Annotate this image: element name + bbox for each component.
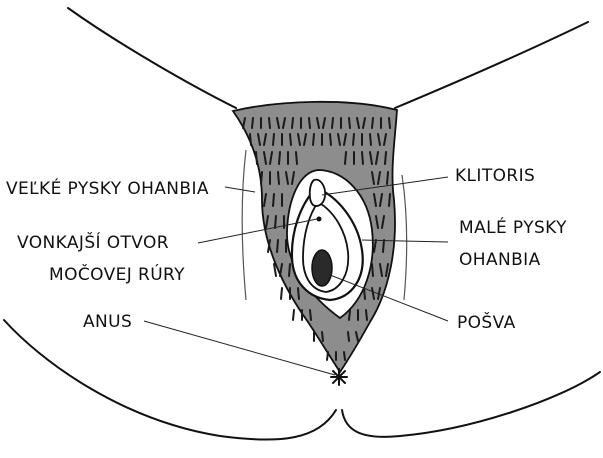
hair-stroke <box>332 118 333 128</box>
hair-stroke <box>290 134 291 145</box>
hair-stroke <box>278 172 279 184</box>
label-anus: ANUS <box>83 312 132 332</box>
label-clitoris: KLITORIS <box>455 166 535 186</box>
urethral-opening <box>317 217 322 222</box>
hair-stroke <box>348 332 349 341</box>
hair-stroke <box>330 134 331 145</box>
hair-stroke <box>353 134 354 145</box>
label-urethral-line1: VONKAJŠÍ OTVOR <box>17 231 169 253</box>
hair-stroke <box>385 152 386 164</box>
left-thigh-line <box>68 8 236 108</box>
hair-stroke <box>275 216 276 228</box>
hair-stroke <box>252 118 253 128</box>
hair-stroke <box>309 118 310 128</box>
leader-anus <box>144 321 335 375</box>
hair-stroke <box>322 332 323 341</box>
right-thigh-line <box>395 22 588 108</box>
hair-stroke <box>289 264 290 276</box>
vaginal-opening <box>312 250 332 286</box>
hair-stroke <box>372 118 373 128</box>
hair-stroke <box>256 152 257 164</box>
hair-stroke <box>389 194 390 206</box>
anus-mark <box>331 369 347 385</box>
label-urethral-line2: MOČOVEJ RÚRY <box>49 263 185 285</box>
hair-stroke <box>310 310 311 320</box>
hair-stroke <box>327 352 328 360</box>
hair-stroke <box>261 172 262 184</box>
hair-stroke <box>273 134 274 145</box>
hair-stroke <box>292 118 293 128</box>
hair-stroke <box>279 152 280 164</box>
hair-stroke <box>281 288 282 299</box>
label-outer-labia: VEĽKÉ PYSKY OHANBIA <box>6 177 209 199</box>
hair-stroke <box>296 152 297 164</box>
hair-stroke <box>298 288 299 299</box>
hair-stroke <box>383 240 384 252</box>
label-vagina: POŠVA <box>457 311 516 333</box>
label-inner-labia-line1: MALÉ PYSKY <box>459 216 567 238</box>
hair-stroke <box>349 310 350 320</box>
hair-stroke <box>366 310 367 320</box>
left-buttock-line <box>4 320 336 440</box>
hair-stroke <box>389 118 390 128</box>
label-inner-labia-line2: OHANBIA <box>459 250 541 270</box>
hair-stroke <box>273 194 274 206</box>
leader-outer-labia <box>225 187 255 192</box>
clitoris <box>310 180 325 206</box>
hair-stroke <box>349 118 350 128</box>
right-buttock-line <box>342 372 600 437</box>
hair-stroke <box>277 240 278 252</box>
hair-stroke <box>372 264 373 276</box>
hair-stroke <box>370 134 371 145</box>
hair-stroke <box>362 152 363 164</box>
hair-stroke <box>269 118 270 128</box>
hair-stroke <box>344 352 345 360</box>
hair-stroke <box>293 310 294 320</box>
hair-stroke <box>387 172 388 184</box>
hair-stroke <box>345 152 346 164</box>
hair-stroke <box>250 134 251 145</box>
hair-stroke <box>364 288 365 299</box>
hair-stroke <box>313 134 314 145</box>
